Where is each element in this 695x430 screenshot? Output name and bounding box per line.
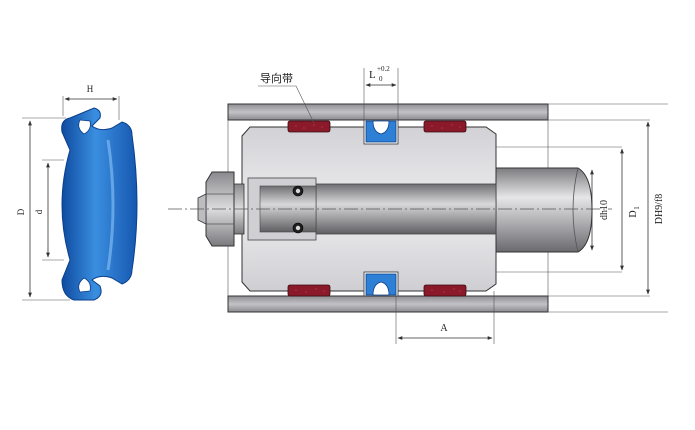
label-guide-band: 导向带	[260, 71, 293, 85]
guide-band-bottom-right	[423, 284, 467, 297]
label-groove-length: L	[369, 69, 376, 81]
cylinder-wall-bottom	[227, 295, 549, 313]
label-dim-a: A	[440, 323, 448, 334]
label-tolerance-lower: 0	[379, 75, 383, 83]
label-rod-dia: dh10	[599, 200, 610, 220]
cylinder-wall-top	[227, 103, 549, 121]
guide-band-top-right	[423, 120, 467, 133]
label-outer-d: D	[16, 208, 26, 215]
seal-profile-view: H D d	[16, 84, 138, 301]
label-inner-d: d	[34, 209, 44, 214]
annotations: 导向带 L +0.2 0 A dh10 D 1 DH9/f8	[258, 65, 668, 344]
label-groove-dia-sub: 1	[633, 206, 641, 210]
guide-band-top-left	[287, 120, 331, 133]
label-bore-dia: DH9/f8	[654, 194, 665, 225]
piston-rod	[495, 167, 593, 253]
guide-band-bottom-left	[287, 284, 331, 297]
label-width-h: H	[87, 84, 94, 94]
piston-assembly	[168, 103, 612, 313]
seal-body	[61, 107, 138, 301]
label-groove-dia: D	[628, 210, 639, 217]
label-tolerance-upper: +0.2	[377, 65, 390, 73]
